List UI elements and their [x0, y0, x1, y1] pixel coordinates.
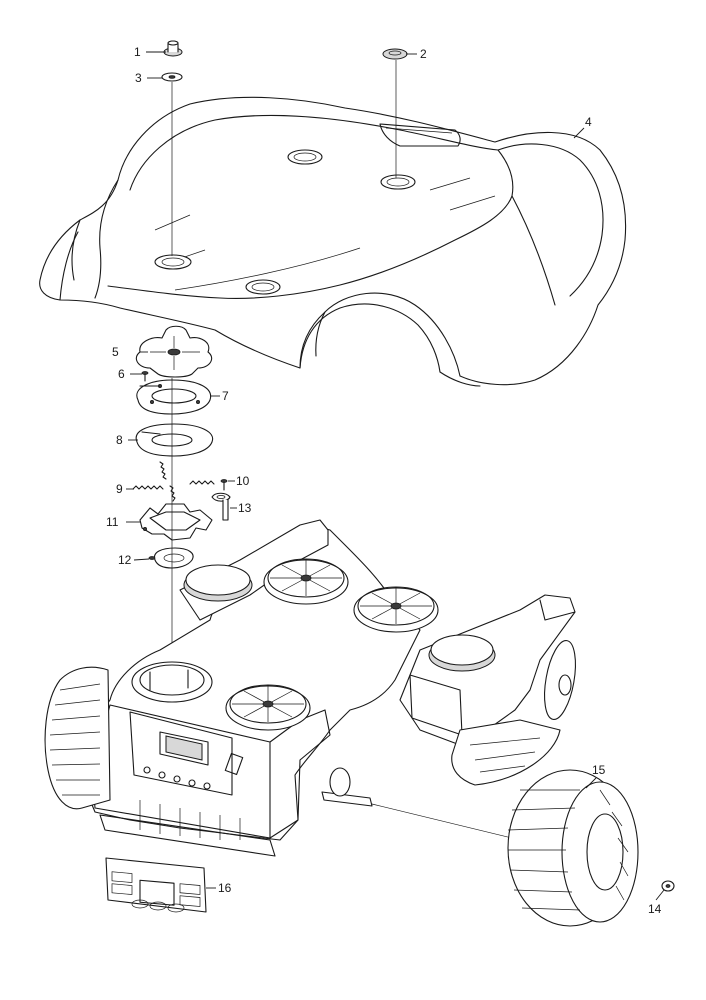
part-6-screw — [141, 371, 149, 382]
label-part-8: 8 — [116, 433, 123, 447]
part-15-wheel — [507, 769, 639, 927]
cutting-disc-front — [225, 684, 311, 731]
left-wheel — [44, 666, 111, 810]
label-part-1: 1 — [134, 45, 141, 59]
part-16-decal — [105, 857, 207, 913]
label-part-10: 10 — [236, 474, 250, 488]
label-part-7: 7 — [222, 389, 229, 403]
part-2-cap — [382, 48, 408, 60]
part-11-cross-frame — [139, 503, 213, 541]
label-part-9: 9 — [116, 482, 123, 496]
part-7-ring-plate — [136, 379, 212, 415]
chassis — [44, 519, 576, 857]
part-12-clip-ring — [148, 547, 194, 569]
label-part-2: 2 — [420, 47, 427, 61]
label-part-6: 6 — [118, 367, 125, 381]
label-part-16: 16 — [218, 881, 232, 895]
label-part-14: 14 — [648, 902, 662, 916]
label-part-15: 15 — [592, 763, 606, 777]
label-part-5: 5 — [112, 345, 119, 359]
part-8-ring — [135, 423, 214, 457]
part-14-nut — [661, 880, 675, 892]
cutting-disc-rear-left — [263, 558, 349, 605]
part-10-pin — [220, 479, 228, 491]
leader-lines — [126, 51, 665, 901]
part-3-washer — [161, 72, 183, 82]
label-part-4: 4 — [585, 115, 592, 129]
label-part-11: 11 — [106, 515, 119, 529]
part-5-star-disc — [135, 325, 213, 378]
label-part-3: 3 — [135, 71, 142, 85]
cutting-disc-rear-right — [353, 586, 439, 633]
part-1-knob — [163, 40, 183, 57]
part-9-springs — [132, 461, 215, 502]
body-cover — [39, 96, 627, 387]
label-part-13: 13 — [238, 501, 252, 515]
part-13-bracket — [211, 492, 231, 521]
label-part-12: 12 — [118, 553, 132, 567]
part-labels: 1 2 3 4 5 6 7 8 9 10 11 12 13 14 15 16 — [106, 45, 662, 916]
